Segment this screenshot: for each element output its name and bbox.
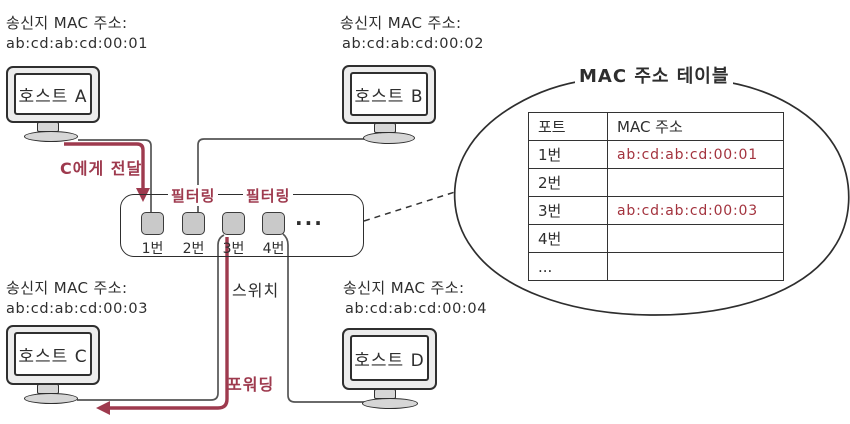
port-cell: 1번 (528, 140, 608, 169)
deliver-to-c-label: C에게 전달 (60, 159, 143, 178)
host-b-screen: 호스트 B (350, 72, 428, 116)
host-d-mac-address: ab:cd:ab:cd:00:04 (345, 301, 488, 317)
forwarding-arrow (96, 237, 229, 415)
port-cell: 3번 (528, 196, 608, 225)
host-d-src-label: 송신지 MAC 주소: (343, 279, 465, 297)
host-b-src-label: 송신지 MAC 주소: (340, 14, 462, 32)
filtering-label-port2: 필터링 (168, 185, 219, 206)
table-row: ... (528, 252, 784, 281)
port-column-header: 포트 (528, 112, 608, 141)
mac-column-header: MAC 주소 (607, 112, 784, 141)
filtering-label-port4: 필터링 (243, 185, 294, 206)
mac-table-balloon (453, 79, 850, 316)
wire-port3-host-c (77, 234, 225, 401)
forwarding-label: 포워딩 (227, 375, 275, 394)
host-d-screen: 호스트 D (350, 335, 429, 381)
deliver-arrow (64, 142, 150, 202)
mac-cell (607, 252, 784, 281)
host-b-stand-base (363, 132, 415, 144)
port-2-label: 2번 (182, 241, 205, 257)
host-d-stand-base (362, 398, 418, 409)
switch-port-1 (141, 212, 164, 235)
port-cell: 2번 (528, 168, 608, 197)
switch-port-4 (262, 212, 285, 235)
host-d-name: 호스트 D (354, 350, 425, 371)
port-cell: 4번 (528, 224, 608, 253)
table-row: 4번 (528, 224, 784, 253)
table-row: 3번 ab:cd:ab:cd:00:03 (528, 196, 784, 225)
host-c-monitor: 호스트 C (6, 325, 100, 385)
switch-label: 스위치 (232, 281, 280, 300)
host-b-name: 호스트 B (354, 86, 424, 107)
host-b-monitor: 호스트 B (342, 65, 436, 124)
host-a-monitor: 호스트 A (6, 66, 100, 123)
host-c-src-label: 송신지 MAC 주소: (6, 279, 128, 297)
host-c-screen: 호스트 C (14, 332, 92, 376)
host-a-screen: 호스트 A (14, 73, 92, 115)
wire-port4-host-d (282, 233, 412, 403)
switch-body (120, 194, 364, 257)
wire-host-a-port1 (78, 139, 152, 212)
host-c-mac-address: ab:cd:ab:cd:00:03 (6, 301, 149, 317)
host-d-monitor: 호스트 D (342, 328, 437, 390)
mac-cell (607, 168, 784, 197)
wire-host-b-port2 (197, 138, 366, 212)
host-c-stand-base (24, 393, 78, 404)
table-row: 1번 ab:cd:ab:cd:00:01 (528, 140, 784, 169)
host-a-mac-address: ab:cd:ab:cd:00:01 (6, 36, 149, 52)
port-1-label: 1번 (141, 241, 164, 257)
dashed-leader-line (363, 190, 459, 222)
host-a-src-label: 송신지 MAC 주소: (6, 14, 128, 32)
port-3-label: 3번 (222, 241, 245, 257)
table-row: 2번 (528, 168, 784, 197)
more-ports-ellipsis: ... (295, 206, 324, 230)
switch-port-3 (222, 212, 245, 235)
mac-address-table: 포트 MAC 주소 1번 ab:cd:ab:cd:00:01 2번 3번 ab:… (528, 112, 784, 281)
port-cell: ... (528, 252, 608, 281)
mac-cell (607, 224, 784, 253)
host-a-name: 호스트 A (18, 86, 88, 107)
mac-cell: ab:cd:ab:cd:00:01 (607, 140, 784, 169)
mac-table-title: MAC 주소 테이블 (575, 62, 733, 88)
mac-cell: ab:cd:ab:cd:00:03 (607, 196, 784, 225)
host-a-stand-base (24, 131, 78, 142)
mac-table-header-row: 포트 MAC 주소 (528, 112, 784, 141)
host-c-name: 호스트 C (18, 346, 88, 367)
host-b-mac-address: ab:cd:ab:cd:00:02 (342, 36, 485, 52)
port-4-label: 4번 (262, 241, 285, 257)
switch-port-2 (182, 212, 205, 235)
